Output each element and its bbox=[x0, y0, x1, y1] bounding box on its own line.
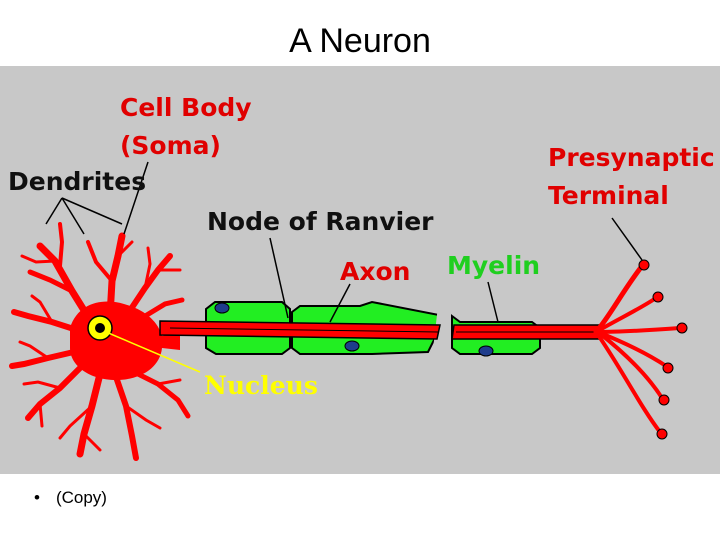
bullet-symbol: • bbox=[34, 488, 40, 507]
pointer-dendrites-3 bbox=[61, 197, 123, 225]
pointer-presynaptic bbox=[611, 217, 643, 261]
pointer-myelin bbox=[487, 281, 499, 323]
schwann-cell-nuclei bbox=[214, 302, 494, 357]
presynaptic-terminals bbox=[593, 263, 682, 434]
neuron-diagram: Cell Body (Soma) Dendrites Node of Ranvi… bbox=[0, 66, 720, 474]
label-axon: Axon bbox=[340, 257, 410, 286]
nucleolus-shape bbox=[95, 323, 105, 333]
label-soma: (Soma) bbox=[120, 131, 221, 160]
label-nucleus: Nucleus bbox=[204, 371, 318, 400]
label-dendrites: Dendrites bbox=[8, 167, 146, 196]
pointer-axon bbox=[329, 283, 351, 323]
axon-core-line bbox=[169, 327, 598, 333]
label-presynaptic: Presynaptic bbox=[548, 143, 715, 172]
label-cell-body: Cell Body bbox=[120, 93, 252, 122]
pointer-dendrites-1 bbox=[45, 197, 63, 225]
label-terminal: Terminal bbox=[548, 181, 669, 210]
pointer-cell-body bbox=[123, 161, 149, 235]
terminal-buttons bbox=[638, 259, 688, 440]
schwann-nucleus-2 bbox=[344, 340, 360, 352]
label-myelin: Myelin bbox=[447, 251, 540, 280]
axon-break-gap bbox=[432, 306, 452, 358]
neuron-diagram-svg: Cell Body (Soma) Dendrites Node of Ranvi… bbox=[8, 93, 715, 461]
bullet-text: (Copy) bbox=[55, 488, 107, 507]
schwann-nucleus-3 bbox=[478, 345, 494, 357]
label-node-of-ranvier: Node of Ranvier bbox=[207, 207, 434, 236]
label-pointers bbox=[45, 161, 643, 323]
pointer-nucleus bbox=[105, 331, 201, 373]
bullet-item: • (Copy) bbox=[34, 488, 107, 508]
pointer-dendrites-2 bbox=[61, 197, 85, 235]
schwann-nucleus-1 bbox=[214, 302, 230, 314]
slide-title: A Neuron bbox=[289, 22, 431, 60]
pointer-node-of-ranvier bbox=[269, 237, 289, 319]
